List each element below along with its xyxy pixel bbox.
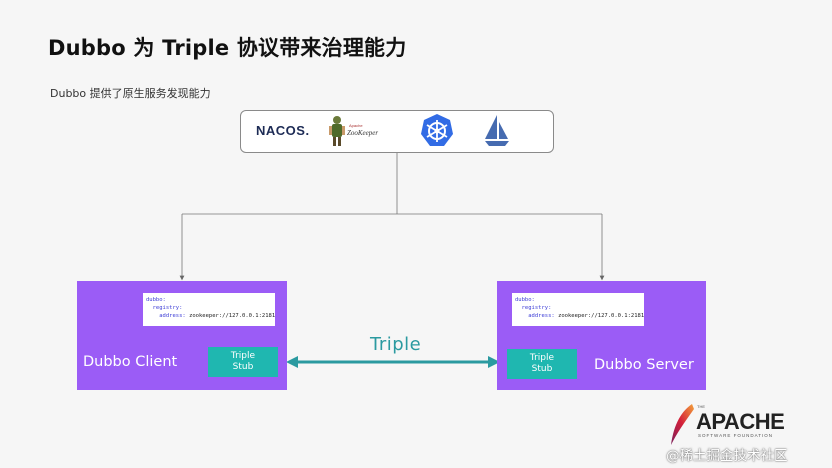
- apache-the-label: THE: [697, 404, 705, 409]
- zookeeper-logo: Apache ZooKeeper: [327, 114, 391, 148]
- zookeeper-apache-label: Apache: [349, 123, 363, 128]
- server-triple-stub: Triple Stub: [507, 349, 577, 379]
- client-config-snippet: dubbo: registry: address: zookeeper://12…: [143, 293, 275, 326]
- zookeeper-label: ZooKeeper: [347, 129, 379, 137]
- apache-wordmark: APACHE: [696, 409, 785, 434]
- nacos-logo: NACOS.: [256, 123, 310, 138]
- client-triple-stub: Triple Stub: [208, 347, 278, 377]
- apache-logo: THE APACHE SOFTWARE FOUNDATION: [666, 403, 806, 453]
- server-label: Dubbo Server: [594, 357, 694, 373]
- dubbo-client-node: dubbo: registry: address: zookeeper://12…: [77, 281, 287, 390]
- server-config-snippet: dubbo: registry: address: zookeeper://12…: [512, 293, 644, 326]
- client-label: Dubbo Client: [83, 354, 178, 370]
- registry-box: NACOS. Apache ZooKeeper: [240, 110, 554, 153]
- apache-foundation-label: SOFTWARE FOUNDATION: [698, 433, 773, 438]
- watermark: @稀土掘金技术社区: [666, 448, 788, 464]
- istio-icon: [485, 115, 509, 146]
- dubbo-server-node: dubbo: registry: address: zookeeper://12…: [497, 281, 706, 390]
- apache-feather-icon: [671, 404, 694, 445]
- protocol-label: Triple: [370, 334, 422, 355]
- page-subtitle: Dubbo 提供了原生服务发现能力: [50, 87, 211, 100]
- page-title: Dubbo 为 Triple 协议带来治理能力: [48, 36, 407, 60]
- kubernetes-icon: [421, 114, 453, 146]
- zookeeper-keeper-icon: [329, 116, 345, 146]
